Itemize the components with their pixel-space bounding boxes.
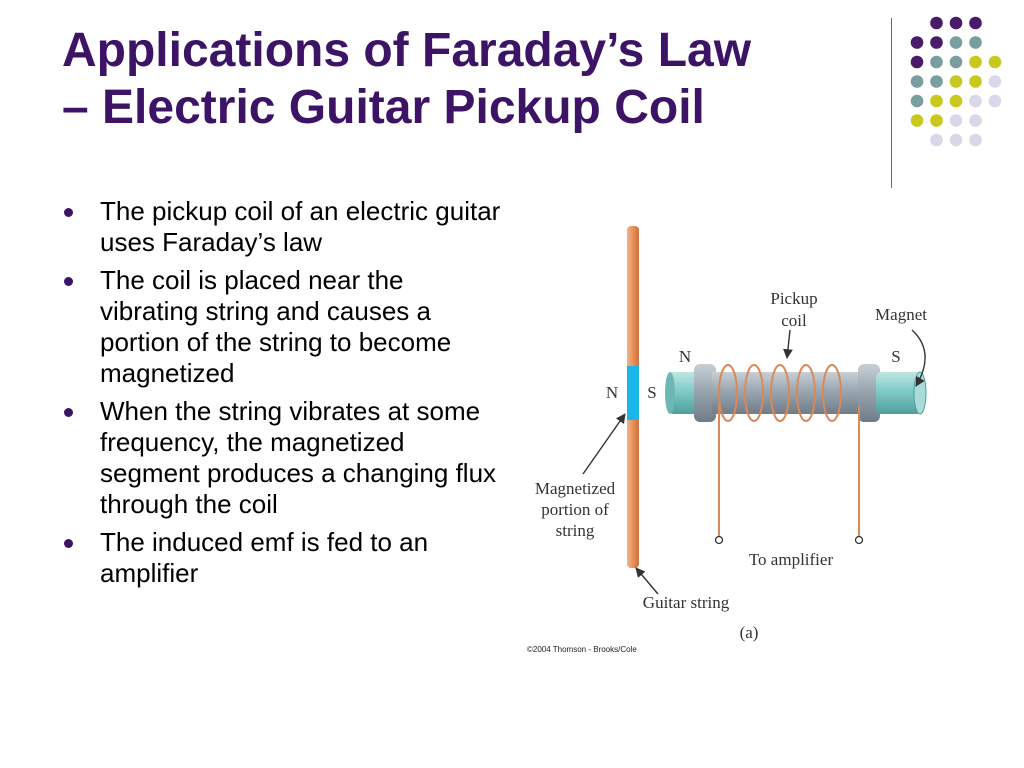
decorative-dot (930, 94, 943, 108)
bullet-list: The pickup coil of an electric guitar us… (62, 196, 502, 596)
decorative-dot (910, 55, 924, 69)
terminal-left (714, 535, 724, 545)
decorative-dot (969, 114, 982, 127)
bullet-dot-icon (64, 208, 73, 217)
decorative-dot (930, 55, 943, 69)
magnetized-arrow (582, 413, 626, 475)
decorative-dot (949, 133, 963, 147)
copyright-credit: ©2004 Thomson - Brooks/Cole (527, 645, 637, 654)
bullet-item: The coil is placed near the vibrating st… (62, 265, 502, 389)
decorative-dot (969, 16, 982, 30)
pickup-label-line-2: coil (781, 311, 807, 330)
slide-title: Applications of Faraday’s Law – Electric… (62, 22, 862, 136)
decorative-dot (949, 16, 963, 30)
pickup-label-line-1: Pickup (770, 289, 817, 308)
magnet-arrow (911, 329, 926, 387)
decorative-dot (910, 36, 924, 49)
decorative-dot (969, 55, 982, 69)
decorative-dot (988, 55, 1002, 69)
decorative-dot-grid (910, 16, 1002, 147)
lead-wires (718, 405, 860, 536)
decorative-dot (930, 75, 943, 88)
decorative-dot (969, 75, 982, 88)
decorative-dot (949, 55, 963, 69)
magnet-label: Magnet (875, 305, 927, 324)
decorative-dot (910, 75, 924, 88)
decorative-dot (910, 94, 924, 108)
coil-flange-right (858, 364, 880, 422)
decorative-dot (988, 94, 1002, 108)
panel-label: (a) (740, 623, 759, 642)
pickup-coil-arrow (783, 329, 793, 359)
decorative-dot (949, 36, 963, 49)
magnet-n-label: N (679, 347, 691, 366)
decorative-dot (988, 75, 1002, 88)
magnetized-label-line-3: string (556, 521, 595, 540)
title-line-1: Applications of Faraday’s Law (62, 24, 752, 77)
coil-flange-left (694, 364, 716, 422)
decorative-dot (930, 16, 943, 30)
magnet-left-face (665, 372, 675, 414)
magnet-s-label: S (891, 347, 900, 366)
decorative-dot (910, 114, 924, 127)
bullet-text: The pickup coil of an electric guitar us… (100, 196, 501, 257)
decorative-dot (930, 36, 943, 49)
guitar-string-label: Guitar string (643, 593, 730, 612)
bullet-text: When the string vibrates at some frequen… (100, 396, 497, 519)
bullet-dot-icon (64, 539, 73, 548)
bullet-item: The pickup coil of an electric guitar us… (62, 196, 502, 258)
title-line-2: – Electric Guitar Pickup Coil (62, 81, 705, 134)
string-n-label: N (606, 383, 618, 402)
decorative-dot (969, 36, 982, 49)
bullet-item: When the string vibrates at some frequen… (62, 396, 502, 520)
bullet-dot-icon (64, 408, 73, 417)
bullet-text: The induced emf is fed to an amplifier (100, 527, 429, 588)
decorative-dot (949, 114, 963, 127)
decorative-dot (930, 133, 943, 147)
decorative-dot (949, 75, 963, 88)
magnetized-label-line-2: portion of (541, 500, 609, 519)
decorative-dot (969, 133, 982, 147)
magnet-right (876, 372, 922, 414)
guitar-string-arrow (635, 567, 659, 595)
to-amplifier-label: To amplifier (749, 550, 834, 569)
string-s-label: S (647, 383, 656, 402)
coil-core (712, 372, 870, 414)
bullet-text: The coil is placed near the vibrating st… (100, 265, 452, 388)
title-divider-line (891, 18, 892, 188)
coil-windings (718, 364, 842, 422)
decorative-dot (969, 94, 982, 108)
decorative-dot (949, 94, 963, 108)
magnetized-label-line-1: Magnetized (535, 479, 616, 498)
magnetized-portion (627, 366, 639, 420)
terminal-right (854, 535, 864, 545)
decorative-dot (930, 114, 943, 127)
bullet-dot-icon (64, 277, 73, 286)
bullet-item: The induced emf is fed to an amplifier (62, 527, 502, 589)
